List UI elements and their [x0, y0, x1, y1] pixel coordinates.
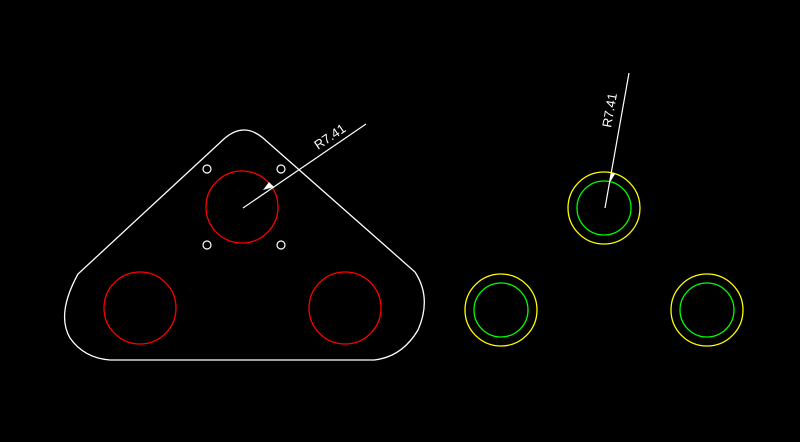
ring-pattern: R7.41 — [464, 72, 744, 347]
right-radius-label: R7.41 — [599, 92, 620, 129]
right-leader-line — [604, 72, 630, 209]
left-arrowhead — [263, 182, 274, 190]
top-hole — [205, 170, 279, 244]
top-inner-ring — [576, 180, 632, 236]
left-radius-label: R7.41 — [311, 121, 348, 153]
bottom-right-hole — [308, 271, 382, 345]
small-hole-top-right — [276, 164, 286, 174]
left-radius-dimension: R7.41 — [242, 121, 367, 209]
right-outer-ring — [670, 273, 744, 347]
left-leader-line — [242, 123, 367, 209]
small-hole-bottom-left — [202, 240, 212, 250]
plate-outline — [64, 129, 425, 361]
right-inner-ring — [679, 282, 735, 338]
small-hole-top-left — [202, 164, 212, 174]
right-radius-dimension: R7.41 — [599, 72, 630, 209]
top-outer-ring — [567, 171, 641, 245]
bottom-left-hole — [103, 271, 177, 345]
small-hole-bottom-right — [276, 240, 286, 250]
left-inner-ring — [473, 282, 529, 338]
left-outer-ring — [464, 273, 538, 347]
right-arrowhead — [609, 173, 615, 184]
triangular-plate: R7.41 — [64, 121, 425, 361]
